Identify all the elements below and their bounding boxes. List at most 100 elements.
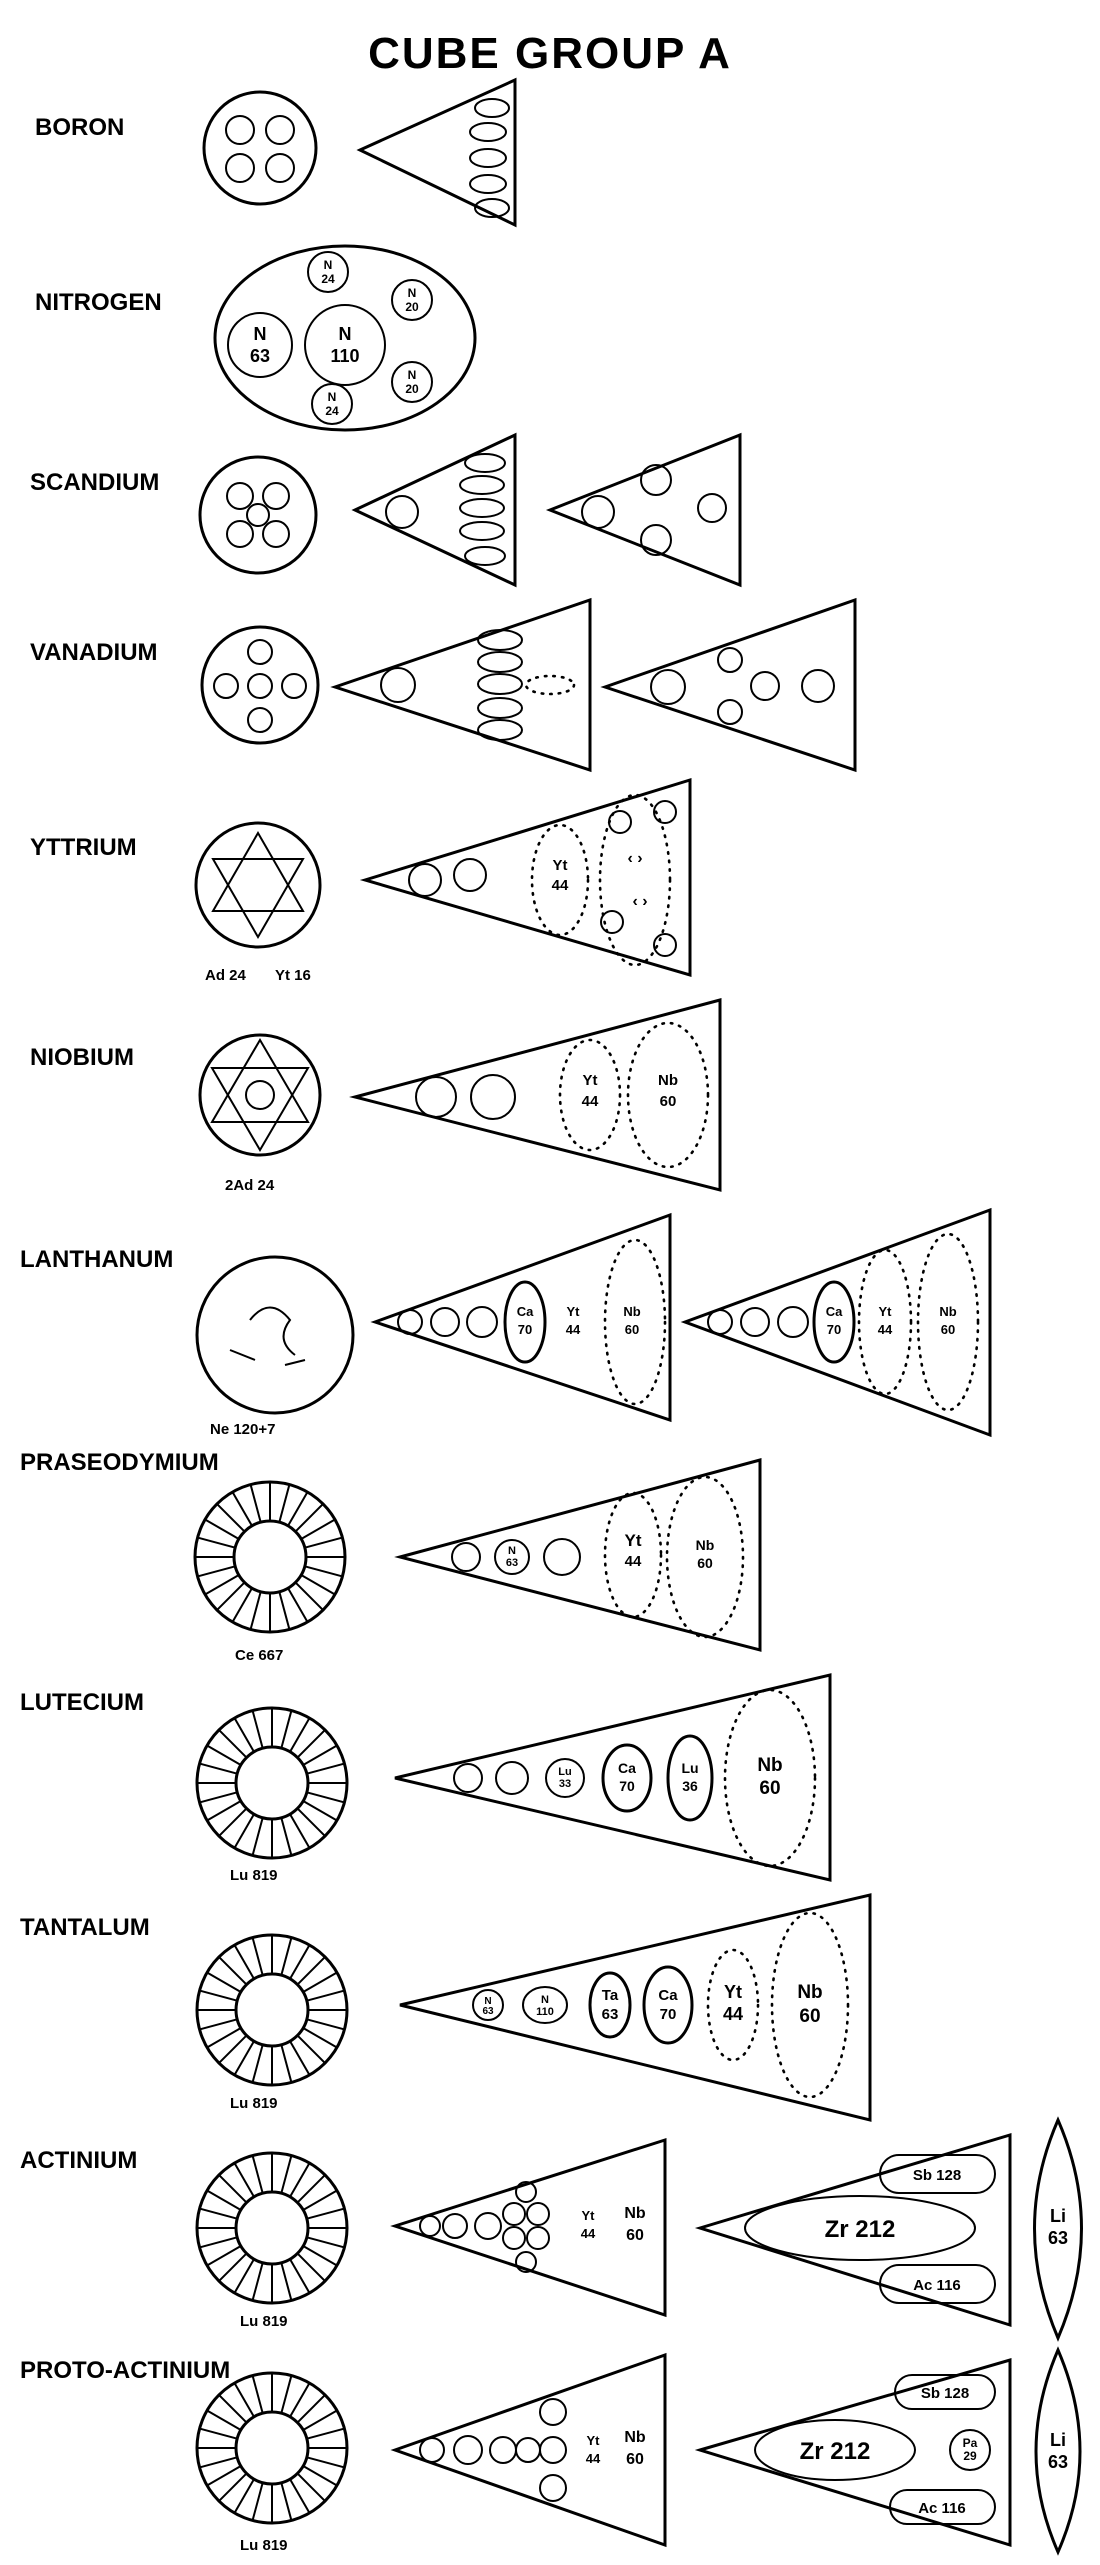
vanadium-funnel-1 <box>330 597 592 773</box>
wheel-spoke <box>251 2482 264 2521</box>
element-name-actinium: ACTINIUM <box>20 2147 137 2174</box>
svg-text:N: N <box>408 286 417 300</box>
caption-tantalum: Lu 819 <box>230 2095 278 2112</box>
svg-text:110: 110 <box>536 2006 554 2018</box>
wheel-spoke <box>294 1503 324 1533</box>
wheel-spoke <box>302 2027 338 2049</box>
wheel-spoke <box>289 2040 311 2076</box>
wheel-spoke <box>233 1813 255 1849</box>
svg-text:29: 29 <box>963 2449 977 2463</box>
caption-lanthanum: Ne 120+7 <box>210 1421 275 1438</box>
wheel-spoke <box>251 2262 264 2301</box>
wheel-spoke <box>251 1710 264 1749</box>
element-name-scandium: SCANDIUM <box>30 469 159 496</box>
lanthanum-sphere <box>195 1255 355 1415</box>
svg-text:60: 60 <box>626 2451 644 2468</box>
protoactinium-funnel-2: Sb 128 Zr 212 Pa 29 Ac 116 <box>694 2358 1012 2548</box>
element-name-protoactinium: PROTO-ACTINIUM <box>20 2357 230 2384</box>
wheel-spoke <box>287 1587 309 1623</box>
wheel-spoke <box>289 1944 311 1980</box>
element-name-lanthanum: LANTHANUM <box>20 1246 173 1273</box>
caption-praseodymium: Ce 667 <box>235 1647 283 1664</box>
wheel-spoke <box>289 2382 311 2418</box>
wheel-spoke <box>233 2162 255 2198</box>
wheel-spoke <box>199 2207 238 2220</box>
wheel-spoke <box>306 1791 345 1804</box>
wheel-spoke <box>199 1989 238 2002</box>
wheel-spoke <box>233 2478 255 2514</box>
wheel-spoke <box>306 1762 345 1775</box>
wheel-spoke <box>218 2394 248 2424</box>
svg-text:Yt: Yt <box>583 1072 598 1089</box>
wheel-spoke <box>199 2427 238 2440</box>
scandium-funnel-1 <box>351 432 517 588</box>
wheel-spoke <box>280 2375 293 2414</box>
boron-row: BORON <box>35 77 517 228</box>
element-name-boron: BORON <box>35 114 124 141</box>
wheel-spoke <box>306 2427 345 2440</box>
wheel-spoke <box>302 2245 338 2267</box>
wheel-spoke <box>296 1956 326 1986</box>
niobium-sphere <box>198 1033 322 1157</box>
wheel-spoke <box>206 1971 242 1993</box>
svg-text:60: 60 <box>626 2227 644 2244</box>
nitrogen-body: N 63 N 110 N 24 N 24 N 20 N 20 <box>213 244 477 432</box>
wheel-spoke <box>249 1591 262 1630</box>
svg-text:Lu: Lu <box>681 1760 698 1776</box>
wheel-spoke <box>206 1744 242 1766</box>
wheel-spoke <box>218 1956 248 1986</box>
protoactinium-funnel-1: Yt 44 Nb 60 <box>390 2352 667 2548</box>
svg-text:Nb: Nb <box>797 1982 822 2003</box>
actinium-wheel <box>195 2151 349 2305</box>
vanadium-funnel-2 <box>600 597 857 773</box>
wheel-spoke <box>233 1717 255 1753</box>
svg-text:20: 20 <box>405 300 419 314</box>
svg-text:60: 60 <box>697 1555 713 1571</box>
wheel-spoke <box>251 2044 264 2083</box>
svg-text:44: 44 <box>625 1553 642 1570</box>
tantalum-funnel: N 63 N 110 Ta 63 Ca 70 Yt 44 Nb 60 <box>399 1893 872 2122</box>
wheel-spoke <box>216 1581 246 1611</box>
svg-text:Nb: Nb <box>696 1537 715 1553</box>
svg-text:N: N <box>339 324 352 344</box>
wheel-spoke <box>278 1484 291 1523</box>
svg-text:63: 63 <box>506 1557 518 1569</box>
wheel-spoke <box>204 1518 240 1540</box>
wheel-spoke <box>287 1491 309 1527</box>
wheel-spoke <box>233 1944 255 1980</box>
svg-text:N: N <box>408 368 417 382</box>
svg-text:N: N <box>324 258 333 272</box>
svg-text:N: N <box>328 390 337 404</box>
praseodymium-row: PRASEODYMIUM Ce 667 N 63 Yt 44 Nb 60 <box>20 1449 762 1664</box>
wheel-spoke <box>197 1536 236 1549</box>
wheel-spoke <box>218 1807 248 1837</box>
wheel-spoke <box>218 2472 248 2502</box>
svg-text:44: 44 <box>566 1322 581 1337</box>
protoactinium-lens: Li 63 <box>1034 2346 1082 2556</box>
svg-text:Sb 128: Sb 128 <box>913 2167 961 2184</box>
svg-text:Zr 212: Zr 212 <box>800 2438 871 2465</box>
wheel-spoke <box>280 2155 293 2194</box>
wheel-spoke <box>302 2465 338 2487</box>
wheel-spoke <box>206 2465 242 2487</box>
wheel-spoke <box>300 1574 336 1596</box>
diagram-title: CUBE GROUP A <box>368 29 732 78</box>
lutecium-funnel: Lu 33 Ca 70 Lu 36 Nb 60 <box>394 1673 832 1882</box>
wheel-spoke <box>306 2018 345 2031</box>
nitrogen-row: NITROGEN N 63 N 110 N 24 N 24 N 20 N 20 <box>35 244 477 432</box>
svg-text:70: 70 <box>660 2006 677 2023</box>
lutecium-row: LUTECIUM Lu 819 Lu 33 Ca 70 Lu 36 Nb 60 <box>20 1673 832 1884</box>
wheel-spoke <box>302 1800 338 1822</box>
svg-text:70: 70 <box>619 1778 635 1794</box>
svg-text:63: 63 <box>482 2006 494 2017</box>
wheel-spoke <box>218 2174 248 2204</box>
wheel-spoke <box>251 2375 264 2414</box>
svg-text:Yt: Yt <box>625 1531 642 1550</box>
svg-text:Ca: Ca <box>618 1760 636 1776</box>
svg-text:Ca: Ca <box>517 1304 534 1319</box>
wheel-spoke <box>218 1729 248 1759</box>
wheel-spoke <box>280 1710 293 1749</box>
svg-text:Nb: Nb <box>624 2205 646 2222</box>
svg-text:Li: Li <box>1050 2206 1066 2226</box>
svg-text:63: 63 <box>602 2006 619 2023</box>
